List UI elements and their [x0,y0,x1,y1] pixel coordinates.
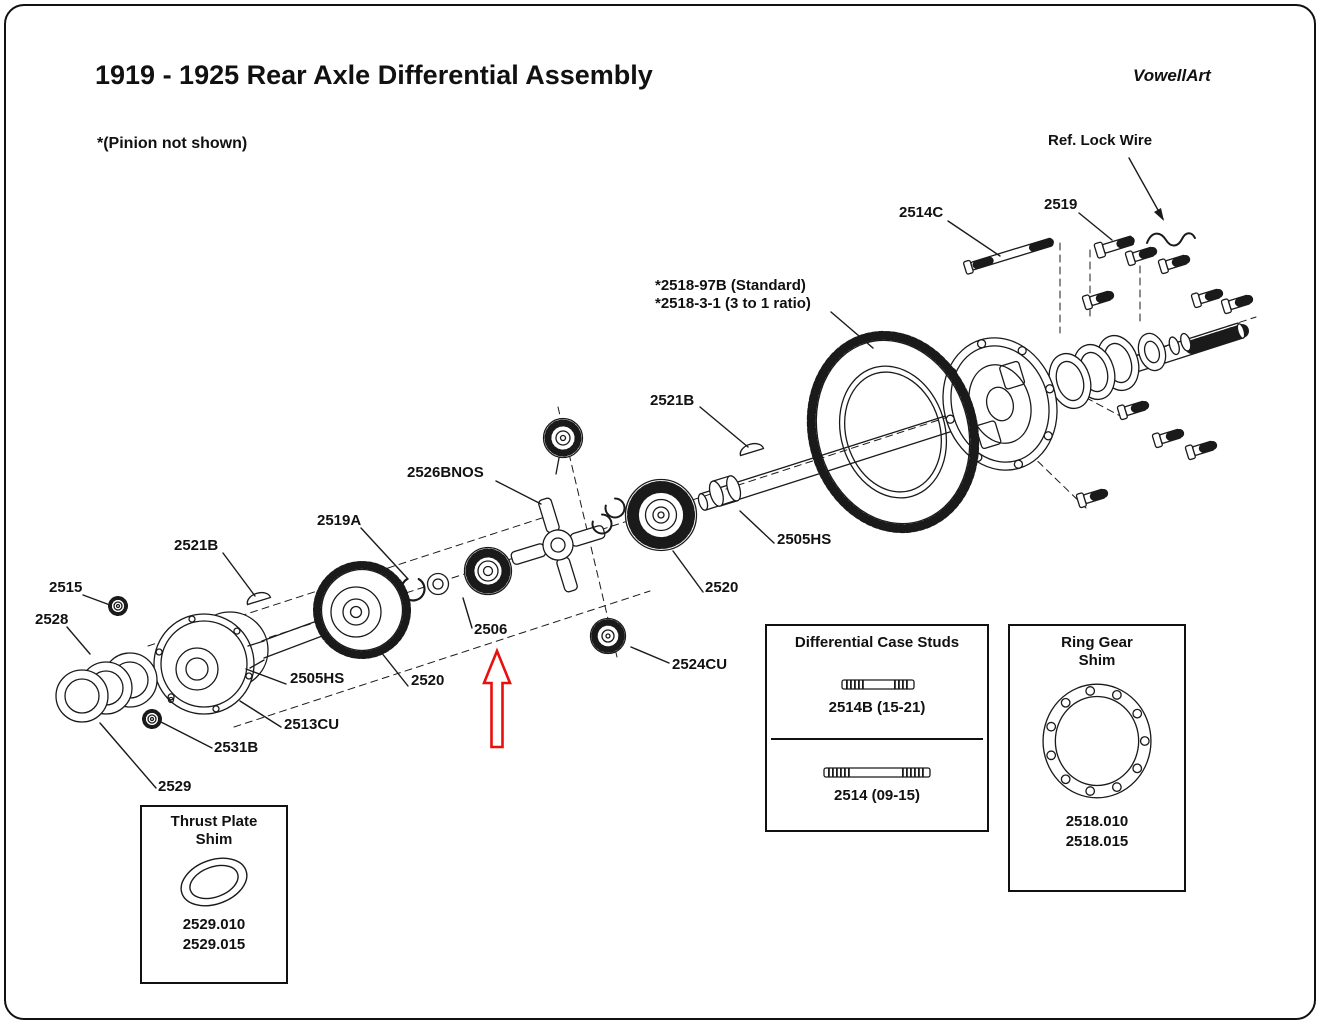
sleeve-collar-drawing [708,475,742,507]
inset-differential-case-studs: Differential Case Studs 2514B (15-21) 25… [765,624,989,832]
callout-2506: 2506 [474,621,508,638]
bearing-and-shims-drawing [1048,332,1192,410]
callout-2519a: 2519A [317,512,362,529]
upper-pinion-drawing [542,417,584,475]
callout-2513cu: 2513CU [284,716,340,733]
part-number: 2518.010 [1065,813,1129,830]
inset-title: Shim [1078,652,1116,669]
stud-upper-label: 2514B (15-21) [828,699,926,717]
red-arrow-annotation [482,647,512,749]
key-wedge-left-drawing [246,591,272,606]
differential-case-drawing [942,337,1058,471]
inset-title: Shim [195,831,233,848]
inset-title: Differential Case Studs [794,634,960,651]
snap-ring-drawing [400,576,426,602]
stud-2514-drawing [823,767,931,778]
key-wedge-right-drawing [739,442,765,457]
part-number: 2529.010 [182,916,246,933]
callout-2529: 2529 [158,778,192,795]
callout-2528: 2528 [35,611,69,628]
differential-housing-drawing [153,611,269,715]
callout-2515: 2515 [49,579,83,596]
callout-2518-standard: *2518-97B (Standard) [655,277,806,294]
page-title: 1919 - 1925 Rear Axle Differential Assem… [95,60,653,90]
ring-gear-drawing [806,330,980,534]
callout-2514c: 2514C [899,204,944,221]
callout-2505hs-left: 2505HS [290,670,345,687]
inset-ring-gear-shim: Ring Gear Shim 2518.010 2518.015 [1008,624,1186,892]
artist-credit: VowellArt [1133,66,1211,85]
drum-gear-drawing [313,561,411,659]
callout-2531b: 2531B [214,739,259,756]
inset-title: Thrust Plate [170,813,258,830]
callout-2519: 2519 [1044,196,1078,213]
pinion-note: *(Pinion not shown) [97,135,248,152]
callout-2521b-left: 2521B [174,537,219,554]
thrust-washer-stack-drawing [55,652,158,723]
ref-lock-wire-arrowhead [1154,208,1164,221]
part-number: 2518.015 [1065,832,1129,850]
stud-lower-section: 2514 (09-15) [771,740,983,826]
inset-title: Ring Gear [1061,634,1133,651]
callout-ref-lock-wire: Ref. Lock Wire [1048,132,1153,149]
spider-cross-drawing [510,497,606,593]
stud-lower-label: 2514 (09-15) [834,787,920,805]
inset-divider [771,738,983,740]
callout-2520-right: 2520 [705,579,739,596]
part-number: 2529.015 [182,935,246,953]
star-washer-drawing [108,596,162,729]
stud-upper-section: 2514B (15-21) [771,652,983,738]
callout-2505hs-right: 2505HS [777,531,832,548]
callout-2526bnos: 2526BNOS [407,464,484,481]
callout-2524cu: 2524CU [672,656,728,673]
pinion-gear-2506-drawing [463,546,513,596]
thrust-shim-drawing [180,857,248,907]
ring-gear-shim-drawing [1042,683,1152,799]
lock-wire-drawing [1146,232,1196,247]
callout-2518-ratio: *2518-3-1 (3 to 1 ratio) [655,295,811,312]
inset-thrust-plate-shim: Thrust Plate Shim 2529.010 2529.015 [140,805,288,984]
side-gear-drawing [624,478,698,552]
stud-2514b-drawing [841,679,915,690]
callout-2520-left: 2520 [411,672,445,689]
callout-2521b-right: 2521B [650,392,695,409]
lower-pinion-drawing [589,617,627,655]
leader-lines [66,157,1164,789]
snap-rings-drawing [591,497,626,535]
washer-drawing [426,572,450,596]
